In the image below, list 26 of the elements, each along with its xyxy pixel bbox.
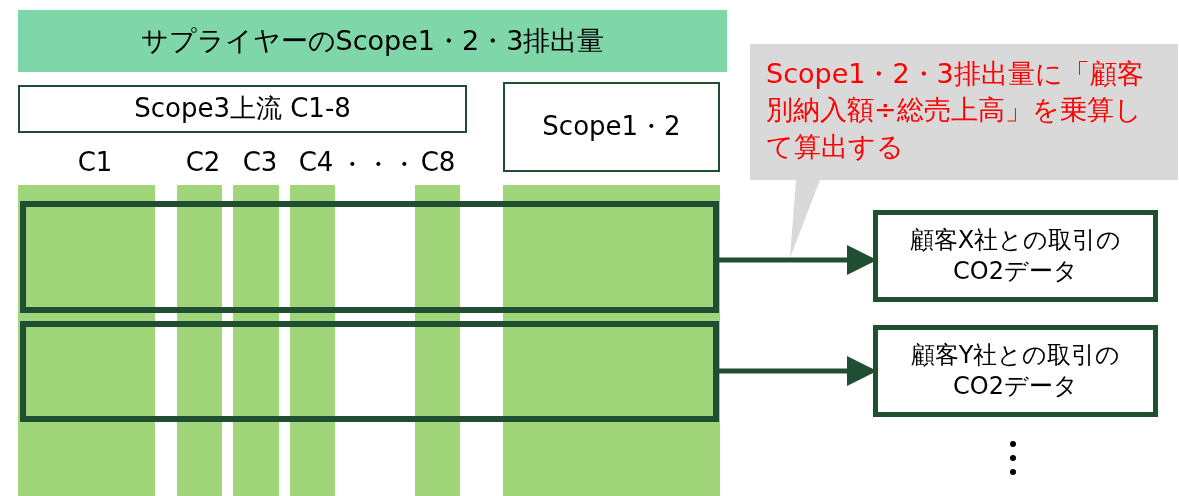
column-label: C2 [185,147,221,177]
callout-text: Scope1・2・3排出量に「顧客別納入額÷総売上高」を乗算して算出する [765,57,1145,164]
node-text: サプライヤーのScope1・2・3排出量 [140,24,605,59]
data-box [873,325,1158,417]
node-text: Scope1・2 [542,110,681,144]
data-box [873,210,1158,302]
category-box [503,82,720,172]
scope-column-bar [177,185,222,496]
scope-column-bar [503,185,720,496]
callout-bubble [750,44,1178,258]
column-label: C3 [242,147,278,177]
node-text: 顧客X社との取引のCO2データ [908,224,1123,287]
column-label: C1 [77,147,113,177]
node-text: Scope3上流 C1-8 [134,92,351,126]
title-band [18,10,727,72]
scope-column-bar [18,185,155,496]
row-frame [20,201,719,313]
column-label: ・・・ [339,148,417,181]
node-text: 顧客Y社との取引のCO2データ [909,339,1122,402]
column-label: C4 [298,147,334,177]
scope-column-bar [290,185,335,496]
row-frame [20,321,719,422]
scope-column-bar [415,185,460,496]
column-label: C8 [420,147,456,177]
category-box [18,85,467,133]
scope-column-bar [233,185,279,496]
